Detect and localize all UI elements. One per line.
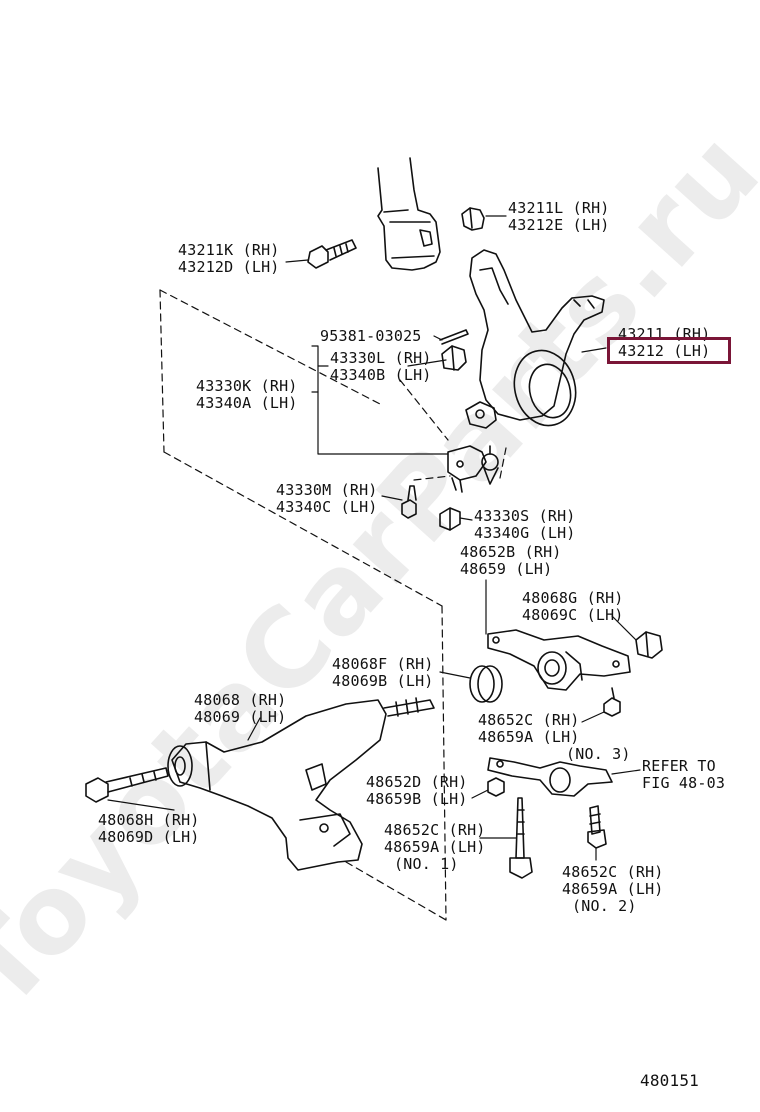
ball-joint-drawing [447, 445, 499, 493]
strut-drawing [377, 157, 441, 271]
label-43330k: 43330K (RH)43340A (LH) [196, 377, 298, 412]
label-48652c-no3: 48652C (RH)48659A (LH)(NO. 3) [478, 711, 631, 763]
label-48068h: 48068H (RH)48069D (LH) [98, 811, 200, 846]
label-48652c-no1: 48652C (RH)48659A (LH)(NO. 1) [384, 821, 486, 873]
label-48068f: 48068F (RH)48069B (LH) [332, 655, 434, 690]
bolt-no2 [587, 805, 607, 849]
leader-lines [107, 215, 641, 861]
bolt-no1 [509, 797, 533, 879]
label-95381: 95381-03025 [320, 327, 422, 345]
label-48652c-no2: 48652C (RH)48659A (LH)(NO. 2) [562, 863, 664, 915]
label-43330m: 43330M (RH)43340C (LH) [276, 481, 378, 516]
label-48068: 48068 (RH)48069 (LH) [194, 691, 287, 726]
nut-48068g [635, 631, 663, 659]
figure-number: 480151 [640, 1071, 699, 1090]
nut-48652d [487, 777, 505, 797]
bolt-48068h [85, 767, 169, 803]
label-48068g: 48068G (RH)48069C (LH) [522, 589, 624, 624]
castle-nut [441, 345, 467, 371]
cotter-pin [439, 329, 469, 345]
dashed-lines [159, 289, 507, 921]
label-43330s: 43330S (RH)43340G (LH) [474, 507, 576, 542]
label-48652d: 48652D (RH)48659B (LH) [366, 773, 468, 808]
nut-43211l [461, 207, 485, 231]
bolt-43211k [307, 239, 357, 269]
label-43211l: 43211L (RH)43212E (LH) [508, 199, 610, 234]
front-bushing-bracket [487, 757, 613, 797]
label-43211k: 43211K (RH)43212D (LH) [178, 241, 280, 276]
bolt-43330m [401, 485, 417, 519]
label-48652b: 48652B (RH)48659 (LH) [460, 543, 562, 578]
label-43330l: 43330L (RH)43340B (LH) [330, 349, 432, 384]
highlight-box [607, 337, 731, 364]
nut-43330s [439, 507, 461, 531]
lower-control-arm-drawing [167, 697, 435, 871]
rear-bushing-bracket [487, 629, 631, 691]
steering-knuckle-drawing [465, 249, 605, 429]
washer-48068f [469, 665, 503, 703]
